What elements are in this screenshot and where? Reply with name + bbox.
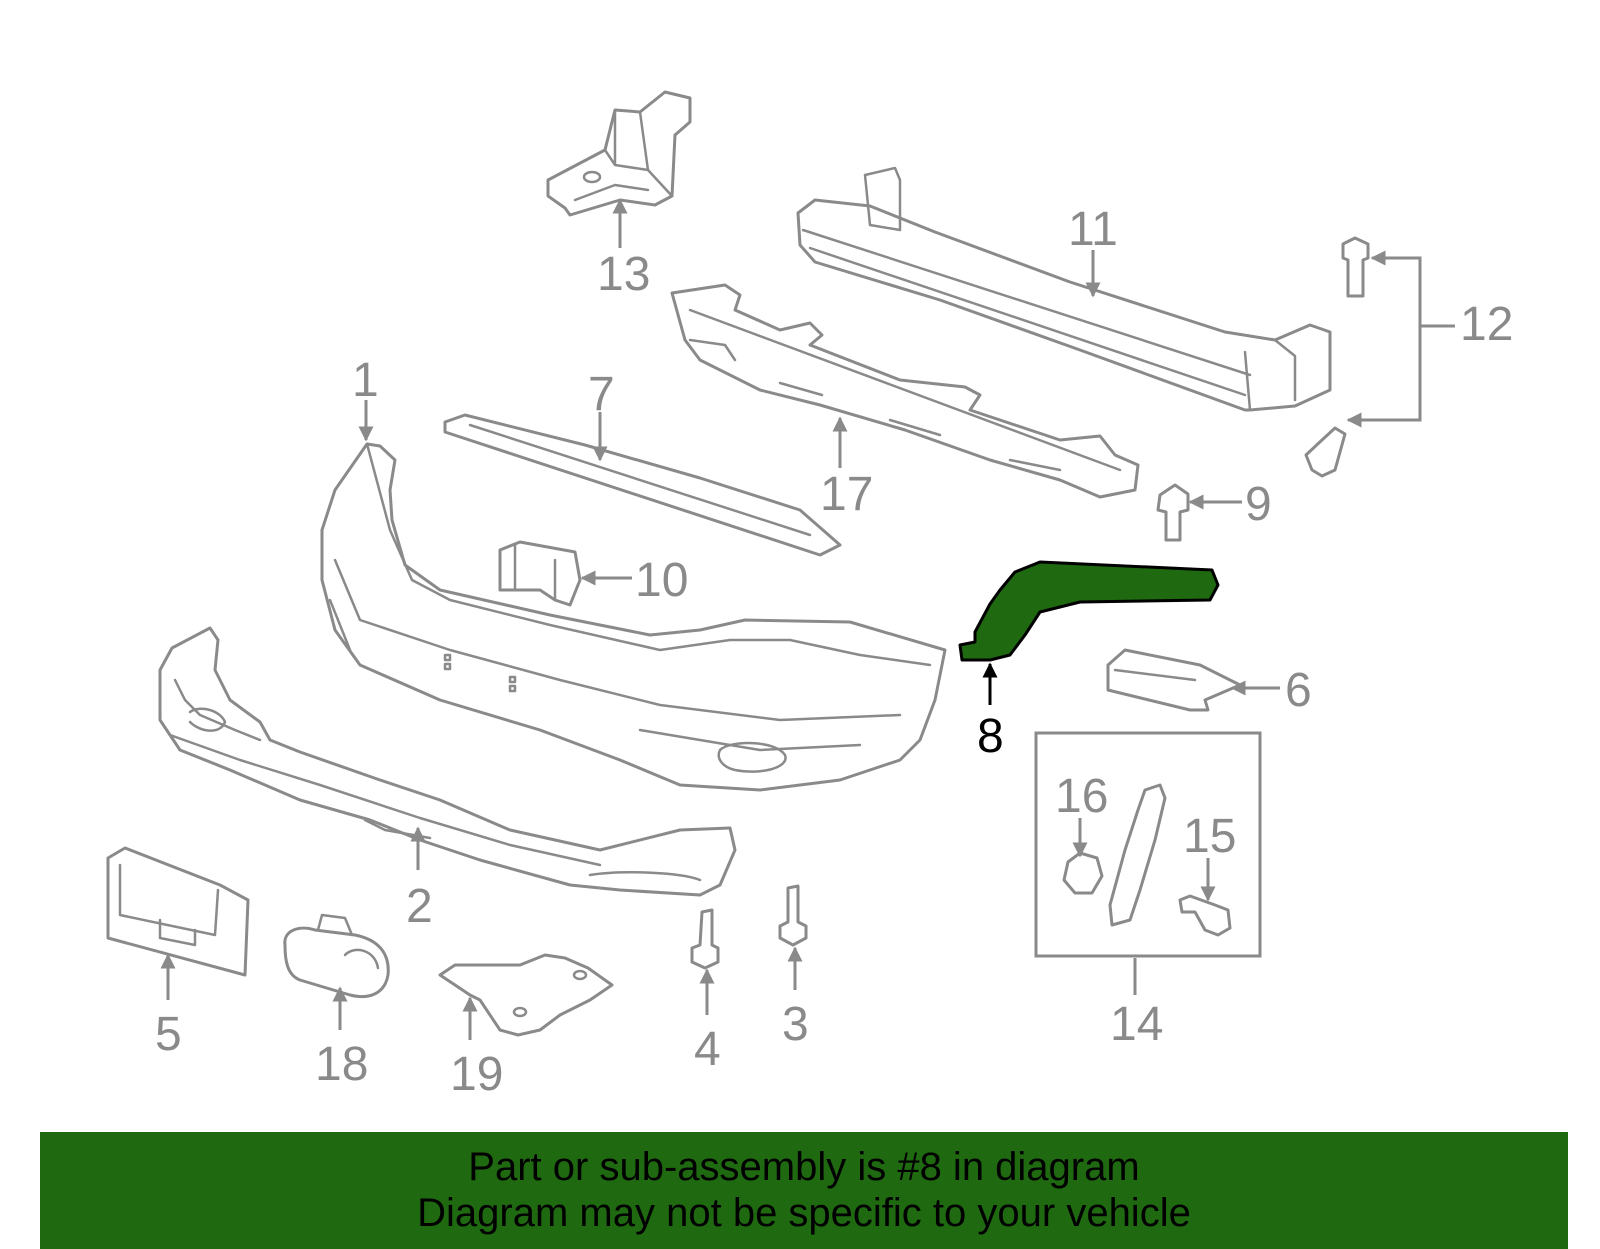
part-8-highlighted-bracket[interactable] [958, 560, 1220, 662]
callout-15[interactable]: 15 [1183, 810, 1236, 863]
part-10-clip[interactable] [498, 540, 582, 607]
part-3-screw[interactable] [778, 884, 808, 947]
callout-16[interactable]: 16 [1055, 770, 1108, 823]
callout-1[interactable]: 1 [352, 354, 379, 407]
callout-labels: 1 7 13 11 12 17 9 10 6 8 2 5 18 19 4 3 1… [155, 203, 1513, 1101]
callout-8[interactable]: 8 [977, 710, 1004, 763]
callout-4[interactable]: 4 [694, 1023, 721, 1076]
part-11-reinforcement[interactable] [796, 166, 1332, 412]
part-7-strip[interactable] [443, 413, 842, 557]
callout-11[interactable]: 11 [1068, 203, 1118, 256]
callout-5[interactable]: 5 [155, 1008, 182, 1061]
part-17-absorber[interactable] [670, 283, 1140, 499]
part-6-clip[interactable] [1106, 648, 1242, 712]
info-banner: Part or sub-assembly is #8 in diagram Di… [40, 1132, 1568, 1249]
part-12-bolts[interactable] [1304, 236, 1370, 478]
part-14-molding[interactable] [1108, 783, 1167, 927]
part-16-nut[interactable] [1062, 851, 1104, 895]
callout-9[interactable]: 9 [1245, 478, 1272, 531]
callout-7[interactable]: 7 [588, 368, 615, 421]
callout-3[interactable]: 3 [782, 998, 809, 1051]
banner-line-1: Part or sub-assembly is #8 in diagram [468, 1145, 1140, 1189]
callout-17[interactable]: 17 [820, 468, 873, 521]
callout-14[interactable]: 14 [1110, 998, 1163, 1051]
part-18-sensor[interactable] [283, 913, 390, 999]
callout-19[interactable]: 19 [450, 1048, 503, 1101]
callout-10[interactable]: 10 [635, 554, 688, 607]
callout-6[interactable]: 6 [1285, 664, 1312, 717]
callout-2[interactable]: 2 [406, 880, 433, 933]
part-5-plate-bracket[interactable] [106, 846, 250, 977]
callout-18[interactable]: 18 [315, 1038, 368, 1091]
callout-12[interactable]: 12 [1460, 298, 1513, 351]
part-19-bracket[interactable] [438, 953, 614, 1037]
part-4-screw[interactable] [690, 908, 720, 970]
part-1-bumper-cover[interactable] [320, 442, 947, 792]
callout-13[interactable]: 13 [597, 248, 650, 301]
leader-lines [160, 198, 1455, 1040]
part-9-bolt[interactable] [1156, 483, 1190, 542]
banner-line-2: Diagram may not be specific to your vehi… [417, 1191, 1191, 1235]
part-13-bracket[interactable] [546, 90, 692, 217]
part-2-lower-cover[interactable] [158, 626, 737, 897]
